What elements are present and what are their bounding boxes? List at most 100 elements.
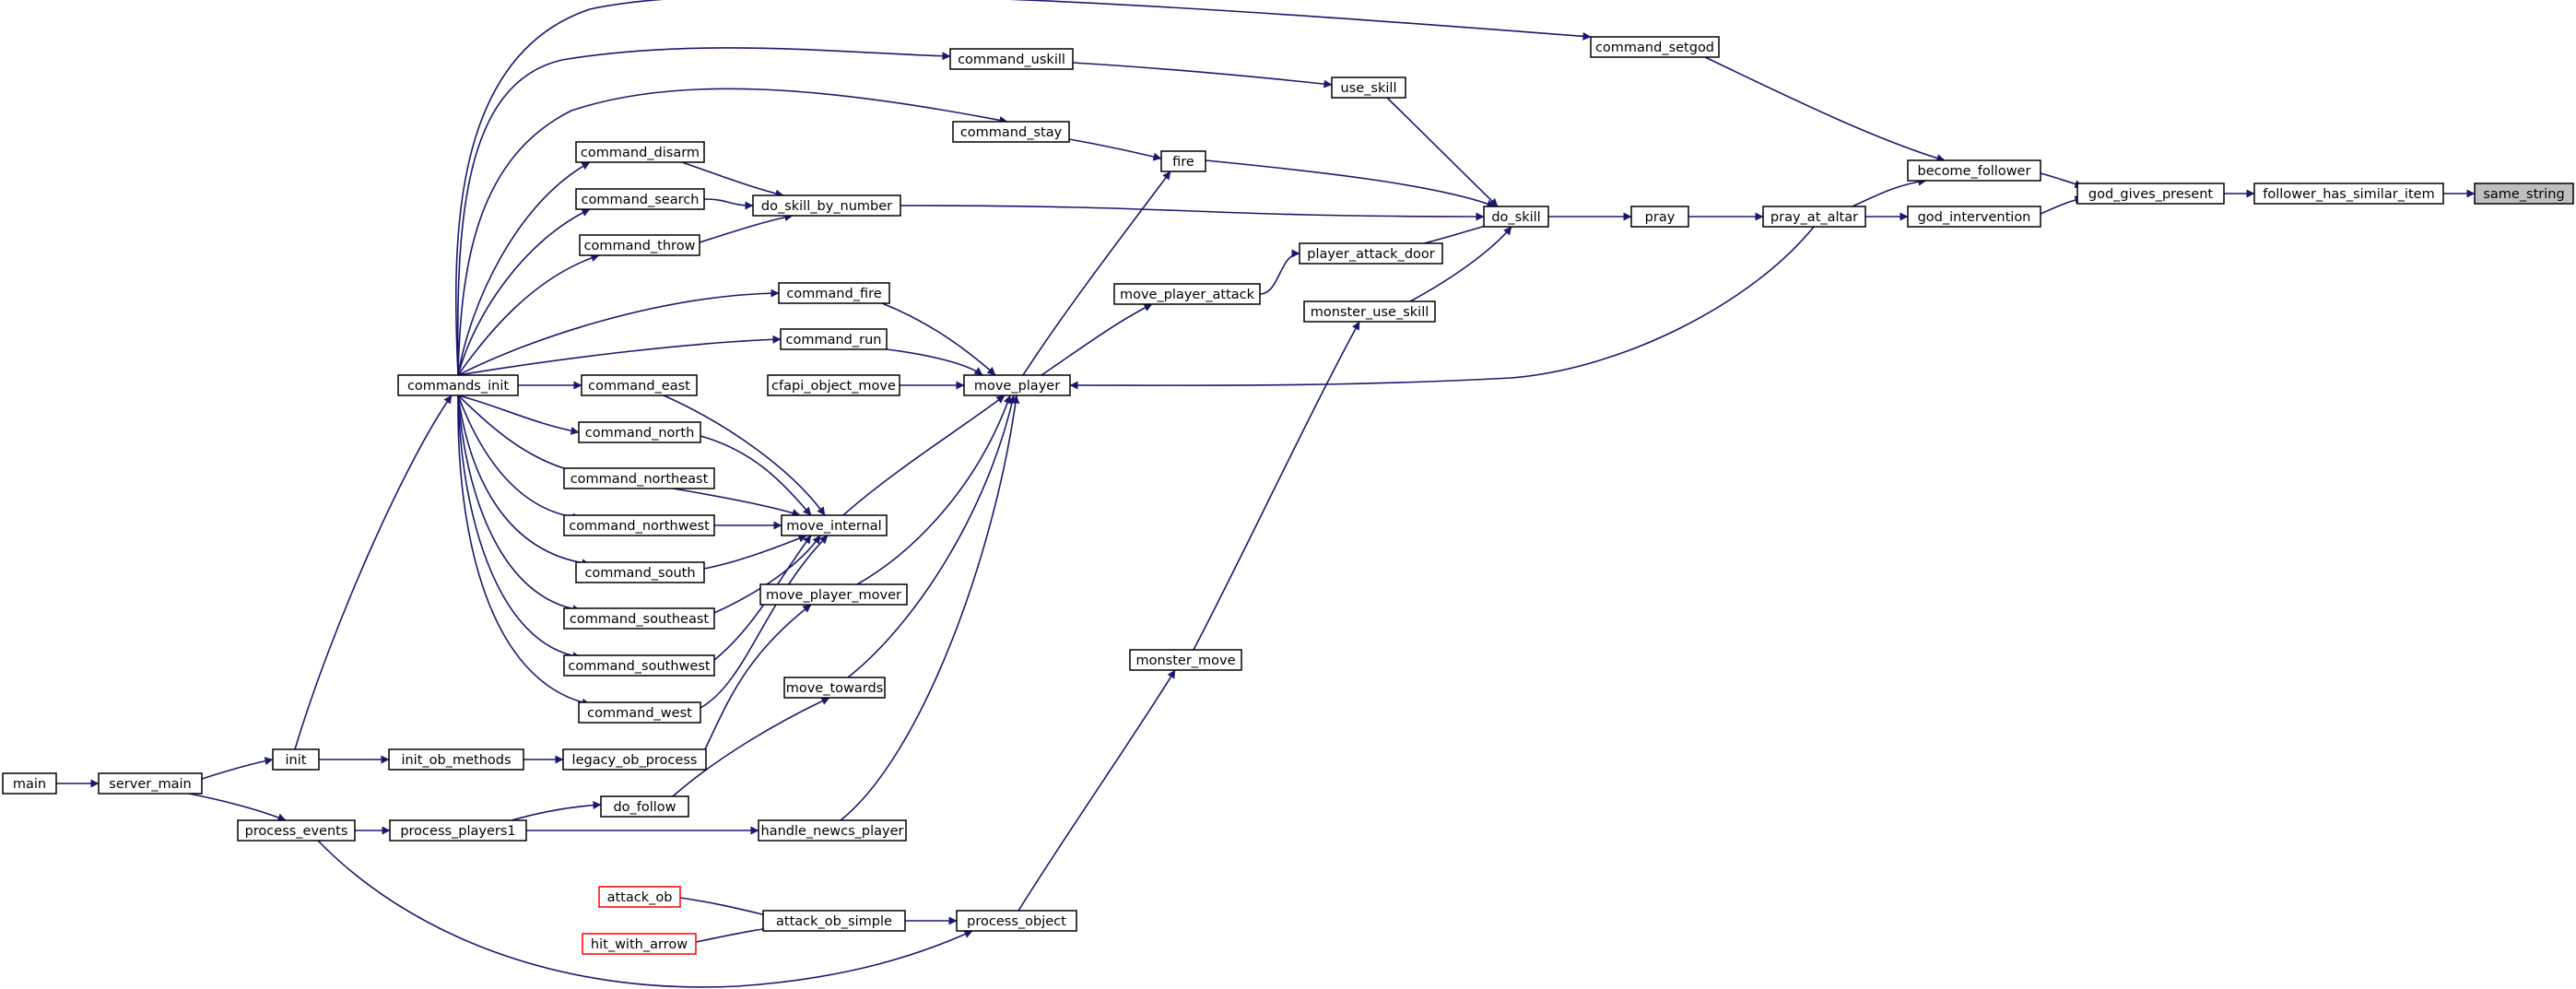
node-process-object[interactable]: process_object [956, 910, 1077, 932]
node-monster-move[interactable]: monster_move [1129, 649, 1242, 671]
edge-monster_use_skill-to-do_skill [1409, 226, 1512, 302]
node-attack-ob[interactable]: attack_ob [598, 886, 681, 908]
edge-command_south-to-move_internal [703, 534, 807, 570]
node-move-towards[interactable]: move_towards [783, 677, 886, 699]
edge-legacy_ob_process-to-move_player_mover [704, 604, 812, 750]
node-god-gives-present[interactable]: god_gives_present [2076, 182, 2225, 205]
node-box [767, 374, 900, 396]
node-command-northwest[interactable]: command_northwest [563, 514, 715, 536]
node-label: monster_use_skill [1311, 305, 1429, 320]
node-command-setgod[interactable]: command_setgod [1590, 36, 1720, 58]
node-fire[interactable]: fire [1160, 150, 1206, 172]
node-main[interactable]: main [2, 772, 57, 795]
node-label: do_skill_by_number [761, 199, 892, 214]
node-label: command_northwest [569, 519, 710, 534]
node-command-disarm[interactable]: command_disarm [575, 141, 705, 163]
node-process-events[interactable]: process_events [237, 819, 356, 842]
edge-do_follow-to-move_towards [672, 697, 830, 797]
node-follower-has-similar-item[interactable]: follower_has_similar_item [2253, 182, 2444, 205]
node-box [563, 467, 715, 489]
edge-commands_init-to-command_northwest [457, 394, 582, 522]
node-command-fire[interactable]: command_fire [778, 282, 890, 304]
node-box [388, 748, 524, 771]
node-box [781, 514, 888, 536]
node-move-player[interactable]: move_player [963, 374, 1071, 396]
node-box [578, 421, 701, 443]
node-box [952, 121, 1070, 143]
edge-process_players1-to-do_follow [511, 801, 602, 821]
edge-attack_ob-to-attack_ob_simple [679, 897, 775, 920]
node-label: monster_move [1135, 653, 1235, 668]
node-box [600, 795, 689, 818]
edge-command_southeast-to-move_internal [713, 535, 821, 614]
edge-command_uskill-to-use_skill [1072, 62, 1333, 88]
node-box [752, 194, 901, 217]
edges-layer [55, 0, 2476, 988]
node-same-string[interactable]: same_string [2474, 182, 2574, 205]
node-command-southeast[interactable]: command_southeast [563, 607, 715, 630]
node-box [758, 819, 907, 842]
node-label: do_follow [613, 800, 676, 815]
node-legacy-ob-process[interactable]: legacy_ob_process [562, 748, 707, 771]
node-command-north[interactable]: command_north [578, 421, 701, 443]
node-label: server_main [109, 777, 191, 792]
node-label: attack_ob_simple [776, 914, 892, 929]
node-label: commands_init [407, 379, 509, 394]
node-box [778, 282, 890, 304]
edge-command_search-to-do_skill_by_number [703, 198, 754, 210]
node-process-players1[interactable]: process_players1 [389, 819, 527, 842]
node-pray[interactable]: pray [1630, 206, 1689, 228]
node-do-skill[interactable]: do_skill [1483, 206, 1549, 228]
node-box [397, 374, 519, 396]
node-command-east[interactable]: command_east [581, 374, 698, 396]
node-label: command_southeast [570, 612, 709, 627]
edge-process_object-to-monster_move [1017, 669, 1176, 912]
edge-commands_init-to-command_fire [457, 288, 780, 376]
node-label: move_internal [786, 519, 881, 534]
node-command-uskill[interactable]: command_uskill [949, 48, 1074, 70]
node-command-search[interactable]: command_search [575, 188, 705, 210]
edge-command_west-to-move_internal [700, 535, 829, 709]
node-command-run[interactable]: command_run [780, 328, 888, 350]
node-box [1483, 206, 1549, 228]
node-box [1907, 159, 2041, 182]
node-box [759, 583, 908, 606]
node-become-follower[interactable]: become_follower [1907, 159, 2041, 182]
node-god-intervention[interactable]: god_intervention [1907, 206, 2041, 228]
node-label: process_events [245, 824, 348, 839]
node-label: pray_at_altar [1770, 210, 1858, 225]
node-command-south[interactable]: command_south [575, 561, 705, 583]
node-init[interactable]: init [272, 748, 320, 771]
node-player-attack-door[interactable]: player_attack_door [1299, 242, 1443, 265]
edge-do_skill_by_number-to-do_skill [900, 205, 1485, 221]
node-monster-use-skill[interactable]: monster_use_skill [1303, 300, 1436, 323]
edge-command_stay-to-fire [1068, 138, 1162, 161]
node-move-player-mover[interactable]: move_player_mover [759, 583, 908, 606]
node-use-skill[interactable]: use_skill [1331, 77, 1406, 99]
node-hit-with-arrow[interactable]: hit_with_arrow [582, 933, 697, 955]
node-box [237, 819, 356, 842]
node-box [780, 328, 888, 350]
node-server-main[interactable]: server_main [98, 772, 203, 795]
node-handle-newcs-player[interactable]: handle_newcs_player [758, 819, 907, 842]
node-command-stay[interactable]: command_stay [952, 121, 1070, 143]
node-attack-ob-simple[interactable]: attack_ob_simple [762, 910, 906, 932]
node-command-throw[interactable]: command_throw [579, 234, 700, 256]
node-init-ob-methods[interactable]: init_ob_methods [388, 748, 524, 771]
node-commands-init[interactable]: commands_init [397, 374, 519, 396]
node-do-skill-by-number[interactable]: do_skill_by_number [752, 194, 901, 217]
node-label: cfapi_object_move [771, 379, 896, 394]
node-pray-at-altar[interactable]: pray_at_altar [1762, 206, 1866, 228]
node-box [956, 910, 1077, 932]
node-move-internal[interactable]: move_internal [781, 514, 888, 536]
node-move-player-attack[interactable]: move_player_attack [1113, 283, 1261, 305]
node-do-follow[interactable]: do_follow [600, 795, 689, 818]
node-command-southwest[interactable]: command_southwest [563, 654, 715, 677]
node-label: process_players1 [400, 824, 515, 839]
node-command-west[interactable]: command_west [578, 701, 701, 724]
node-box [1762, 206, 1866, 228]
node-command-northeast[interactable]: command_northeast [563, 467, 715, 489]
node-cfapi-object-move[interactable]: cfapi_object_move [767, 374, 900, 396]
edge-commands_init-to-command_stay [457, 88, 1008, 376]
node-box [2253, 182, 2444, 205]
